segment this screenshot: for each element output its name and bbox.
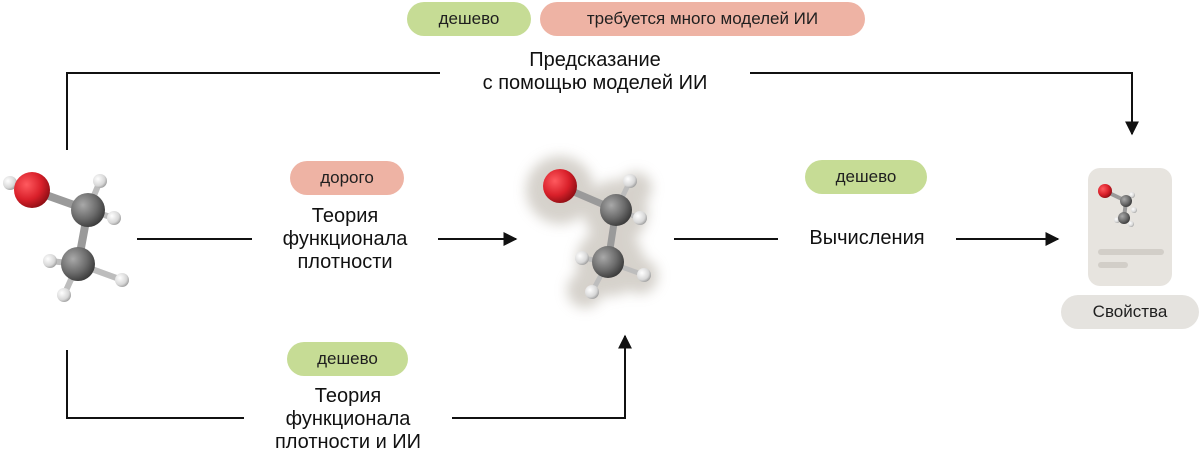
dft-ai-label: Теория функционала плотности и ИИ: [244, 385, 452, 454]
dft-label: Теория функционала плотности: [252, 205, 438, 274]
properties-badge: Свойства: [1061, 295, 1199, 329]
electron-density-molecule-icon: [526, 156, 658, 308]
top-path-connector: [66, 72, 440, 150]
dft-label-line2: функционала: [282, 228, 408, 250]
dft-label-line1: Теория: [311, 205, 379, 227]
compute-cost-badge: дешево: [805, 160, 927, 194]
ai-prediction-label: Предсказание с помощью моделей ИИ: [440, 49, 750, 95]
dft-ai-label-line2: функционала: [285, 408, 411, 430]
dft-ai-cost-badge: дешево: [287, 342, 408, 376]
ai-models-required-badge: требуется много моделей ИИ: [540, 2, 865, 36]
bottom-path-connector: [66, 350, 244, 419]
dft-ai-label-line3: плотности и ИИ: [274, 431, 422, 453]
ai-prediction-label-line2: с помощью моделей ИИ: [482, 72, 708, 94]
ai-prediction-label-line1: Предсказание: [529, 49, 661, 71]
properties-document-icon: [1088, 168, 1172, 286]
bottom-path-arrow: [452, 334, 632, 419]
dft-ai-label-line1: Теория: [314, 385, 382, 407]
top-path-cost-badge: дешево: [407, 2, 531, 36]
top-path-arrow: [750, 72, 1139, 136]
ethanol-molecule-icon: [3, 172, 129, 302]
dft-label-line3: плотности: [297, 251, 393, 273]
compute-label: Вычисления: [778, 227, 956, 250]
dft-cost-badge: дорого: [290, 161, 404, 195]
